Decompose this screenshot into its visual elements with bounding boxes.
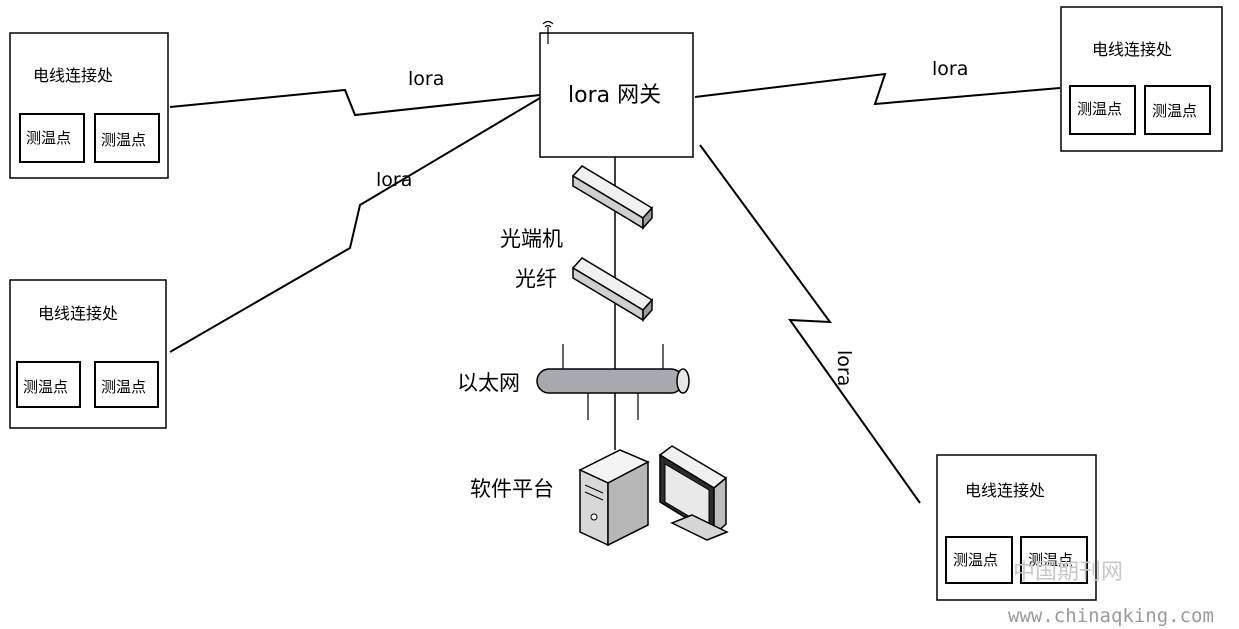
temperature-point: 测温点 <box>101 131 146 149</box>
ethernet-bus <box>536 344 690 420</box>
lora-link-top-right <box>694 72 1061 106</box>
temperature-point: 测温点 <box>101 378 146 396</box>
connection-title: 电线连接处 <box>38 304 118 323</box>
temperature-point: 测温点 <box>23 378 68 396</box>
lora-label: lora <box>833 350 855 386</box>
optical-terminal-device <box>571 165 654 230</box>
connection-title: 电线连接处 <box>965 481 1045 500</box>
ethernet-label: 以太网 <box>457 371 520 395</box>
gateway-label: lora 网关 <box>568 83 661 108</box>
connection-box: 电线连接处 测温点 测温点 <box>9 279 167 429</box>
temperature-point: 测温点 <box>953 551 998 569</box>
server-icon <box>578 449 650 547</box>
connection-box: 电线连接处 测温点 测温点 <box>1060 6 1223 152</box>
lora-link-top-left <box>169 88 541 117</box>
temperature-point: 测温点 <box>1028 551 1073 569</box>
fiber-device <box>571 257 654 322</box>
lora-label: lora <box>376 169 412 191</box>
optical-terminal-label: 光端机 <box>500 227 563 251</box>
lora-label: lora <box>408 68 444 90</box>
gateway: lora 网关 <box>539 20 694 158</box>
connection-box: 电线连接处 测温点 测温点 <box>936 454 1097 601</box>
software-platform-label: 软件平台 <box>470 477 554 501</box>
monitor-icon <box>658 445 729 541</box>
antenna-icon <box>542 20 554 44</box>
temperature-point: 测温点 <box>26 129 71 147</box>
watermark-site-name: 中国期刊网 <box>1013 560 1123 585</box>
lora-link-bottom-right <box>699 144 921 504</box>
lora-label: lora <box>932 58 968 80</box>
connection-title: 电线连接处 <box>33 66 113 85</box>
connection-title: 电线连接处 <box>1092 40 1172 59</box>
fiber-label: 光纤 <box>515 267 557 291</box>
lora-link-mid-left <box>169 97 541 353</box>
temperature-point: 测温点 <box>1077 100 1122 118</box>
connection-box: 电线连接处 测温点 测温点 <box>9 32 169 179</box>
temperature-point: 测温点 <box>1152 102 1197 120</box>
watermark-url: www.chinaqking.com <box>1008 605 1214 627</box>
